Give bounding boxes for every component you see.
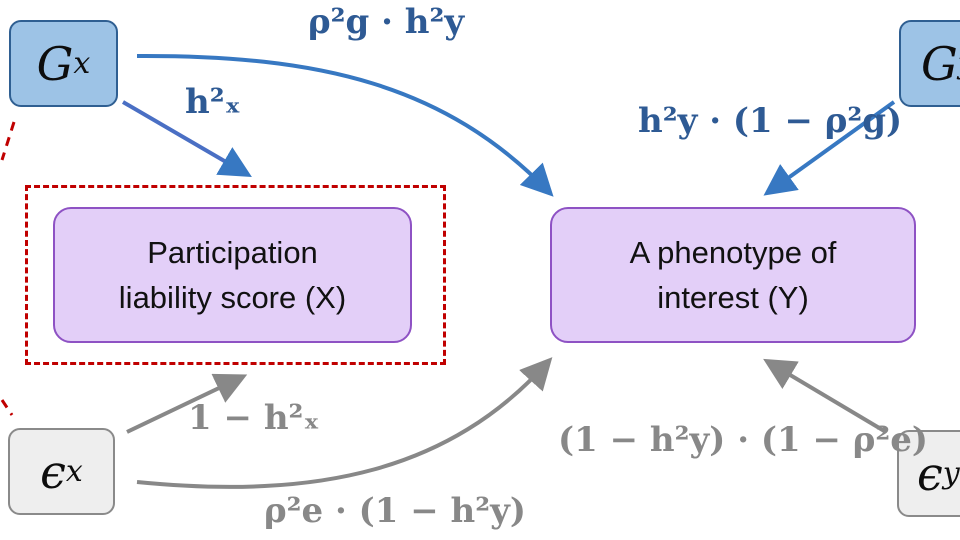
confounder-edge-top	[0, 121, 16, 161]
phenotype-line-2: interest (Y)	[657, 280, 809, 315]
label-gx-to-y: ρ²g · h²y	[308, 2, 465, 42]
edge-gx-to-x	[121, 100, 252, 178]
edge-ex-to-y	[136, 357, 553, 489]
participation-line-1: Participation	[147, 235, 318, 270]
edge-ey-to-y	[763, 358, 888, 434]
edge-gy-to-y	[763, 100, 896, 196]
node-gy-subscript: y	[958, 46, 960, 81]
edge-gx-to-y	[136, 53, 554, 197]
selection-box	[25, 185, 446, 365]
node-ey-symbol: ϵ	[917, 446, 943, 501]
node-ey-subscript: y	[942, 456, 960, 491]
node-participation: Participation liability score (X)	[53, 207, 412, 343]
label-ey-to-y: (1 − h²y) · (1 − ρ²e)	[558, 420, 928, 460]
label-ex-to-x: 1 − h²ₓ	[188, 398, 320, 438]
node-gx-subscript: x	[73, 46, 91, 81]
node-gx-symbol: G	[36, 36, 74, 91]
confounder-edge-bottom	[0, 399, 14, 416]
phenotype-line-1: A phenotype of	[629, 235, 837, 270]
node-ex-subscript: x	[65, 454, 83, 489]
node-ex-symbol: ϵ	[40, 444, 66, 499]
label-gy-to-y: h²y · (1 − ρ²g)	[638, 101, 903, 141]
edge-ex-to-x	[126, 373, 248, 434]
label-ex-to-y: ρ²e · (1 − h²y)	[264, 491, 527, 531]
node-gy: Gy	[899, 20, 960, 107]
participation-line-2: liability score (X)	[118, 280, 347, 315]
node-phenotype: A phenotype of interest (Y)	[550, 207, 916, 343]
label-gx-to-x: h²ₓ	[185, 82, 241, 122]
node-gy-symbol: G	[921, 36, 958, 91]
